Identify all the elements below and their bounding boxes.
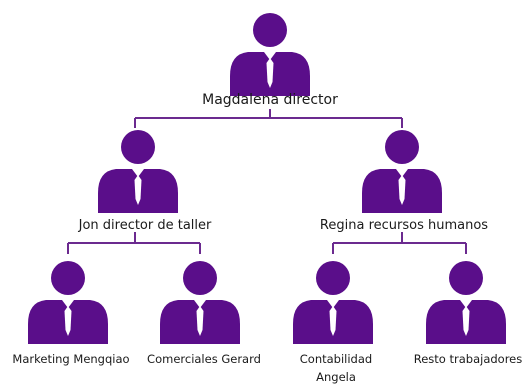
node-resto-label: Resto trabajadores	[414, 352, 523, 366]
node-resto: Resto trabajadores	[414, 261, 523, 366]
node-marketing: Marketing Mengqiao	[12, 261, 130, 366]
node-director: Magdalena director	[202, 13, 338, 108]
node-taller-label: Jon director de taller	[78, 218, 212, 233]
node-comerciales: Comerciales Gerard	[147, 261, 261, 366]
person-with-tie-icon	[362, 130, 442, 213]
person-with-tie-icon	[293, 261, 373, 344]
connector-right	[332, 232, 467, 254]
person-with-tie-icon	[28, 261, 108, 344]
node-rrhh-label: Regina recursos humanos	[320, 218, 488, 233]
person-with-tie-icon	[426, 261, 506, 344]
node-comerciales-label: Comerciales Gerard	[147, 352, 261, 366]
person-with-tie-icon	[160, 261, 240, 344]
node-contabilidad-label-line1: Contabilidad	[300, 352, 372, 366]
person-with-tie-icon	[230, 13, 310, 96]
node-contabilidad-label-line2: Angela	[316, 370, 356, 384]
connector-left	[67, 232, 201, 254]
person-with-tie-icon	[98, 130, 178, 213]
connector-top	[134, 109, 403, 128]
node-rrhh: Regina recursos humanos	[320, 130, 488, 233]
node-marketing-label: Marketing Mengqiao	[12, 352, 129, 366]
node-taller: Jon director de taller	[78, 130, 212, 233]
node-director-label: Magdalena director	[202, 92, 338, 108]
node-contabilidad: Contabilidad Angela	[293, 261, 373, 384]
connectors	[67, 109, 467, 254]
